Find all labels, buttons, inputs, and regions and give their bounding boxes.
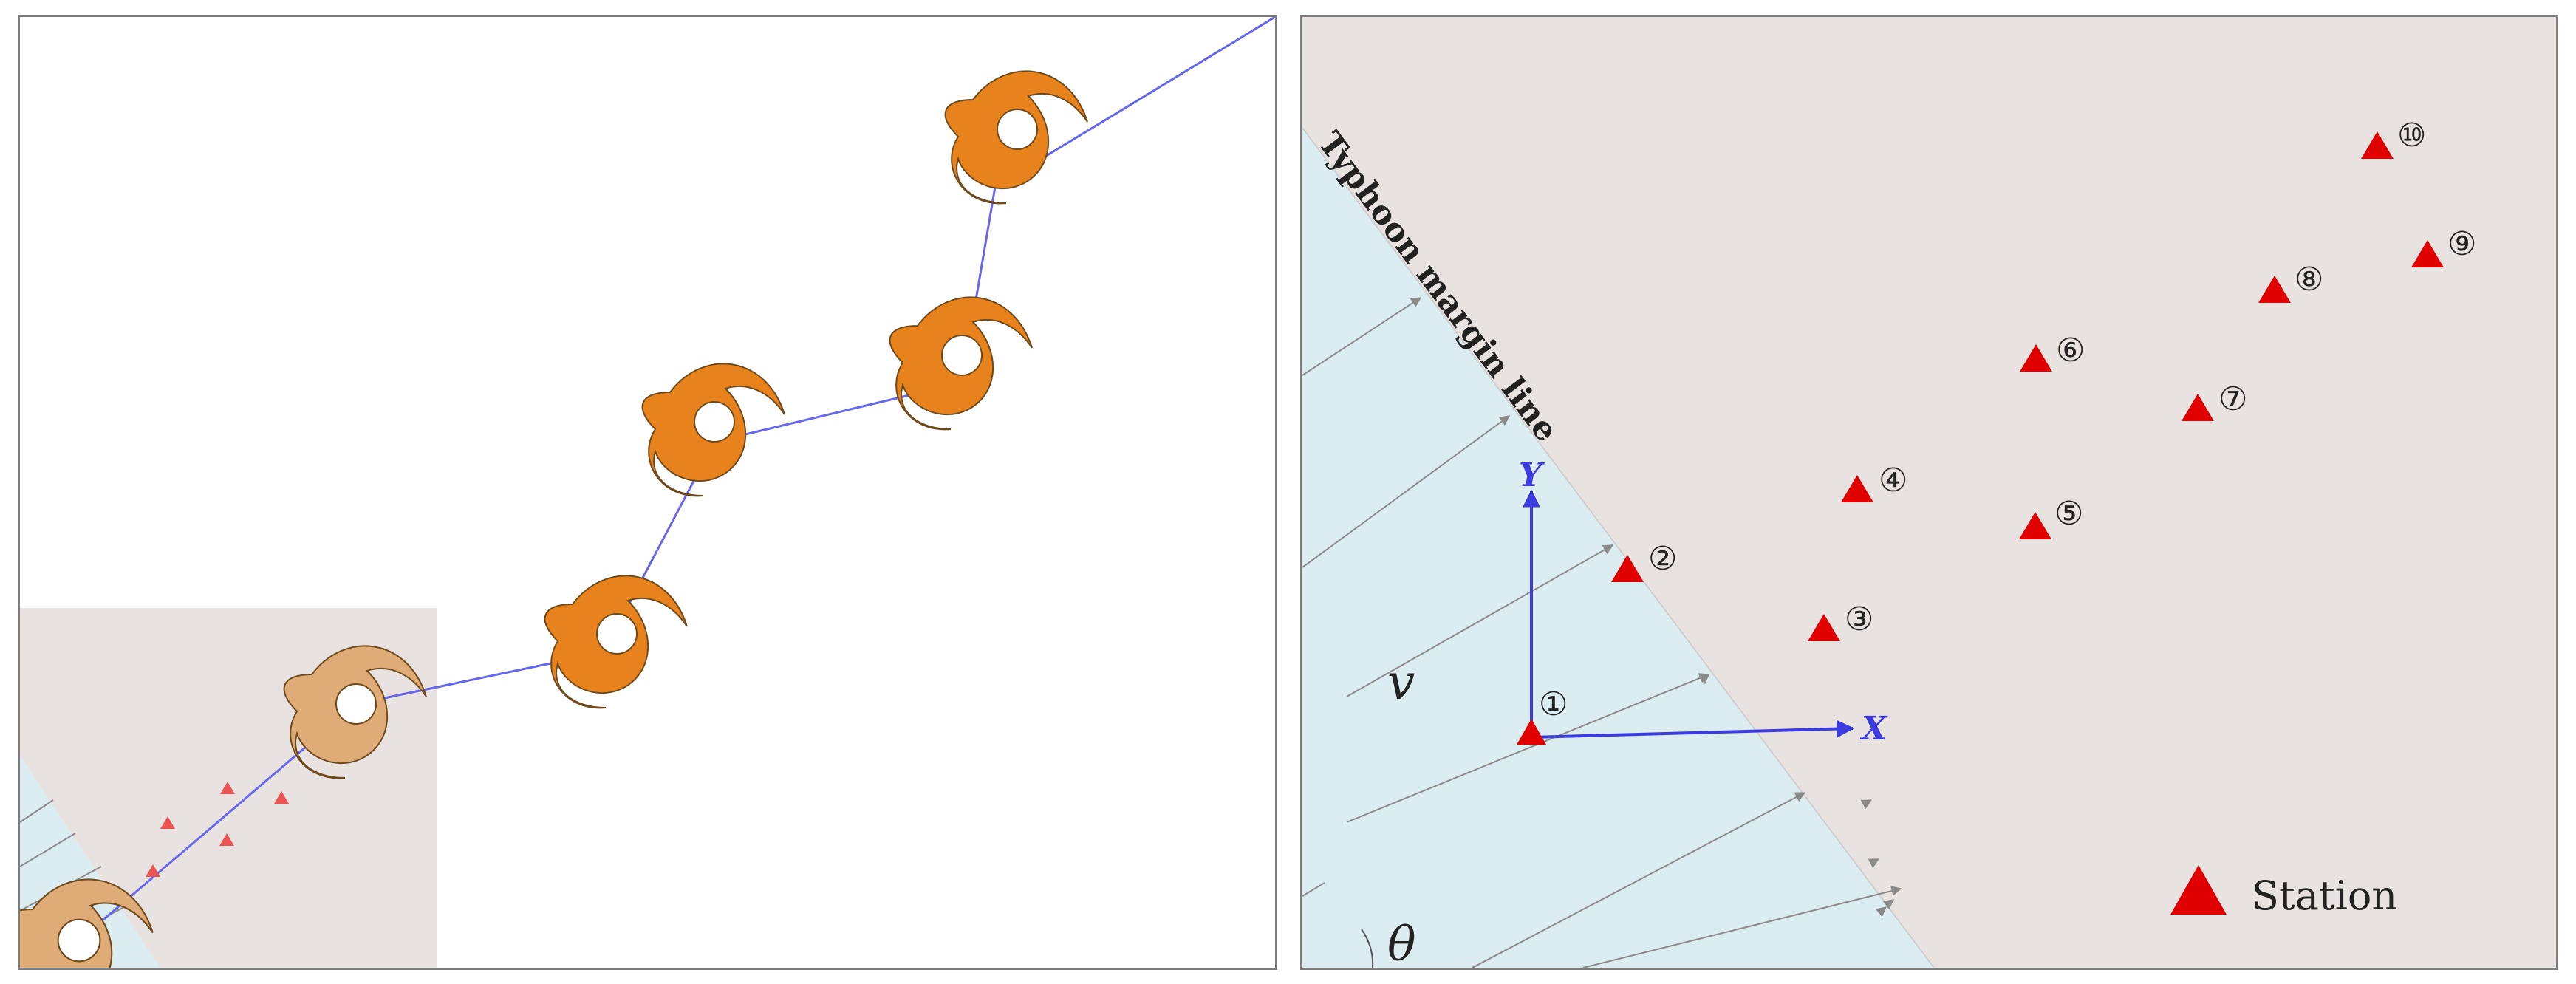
station-label: ⑨ xyxy=(2447,225,2476,263)
station-icon xyxy=(1611,555,1644,582)
x-axis-label: X xyxy=(1859,710,1888,748)
station-label: ⑦ xyxy=(2218,380,2247,418)
station-label: ④ xyxy=(1879,462,1907,499)
station-6: ⑥ xyxy=(2020,332,2085,372)
station-label: ⑤ xyxy=(2054,495,2083,533)
typhoon-margin-line xyxy=(1302,127,1935,968)
station-icon xyxy=(219,833,234,846)
legend: Station xyxy=(2170,865,2397,919)
station-label: ⑩ xyxy=(2397,117,2426,154)
station-4: ④ xyxy=(1841,462,1907,502)
station-icon xyxy=(220,782,235,794)
station-5: ⑤ xyxy=(2019,495,2083,539)
station-2: ② xyxy=(1611,540,1677,582)
station-layout-canvas: θ v Typhoon margin line Y X ① ② ③ xyxy=(1302,117,2476,968)
angle-arc xyxy=(1361,929,1374,968)
station-label: ③ xyxy=(1845,601,1873,638)
station-10: ⑩ xyxy=(2361,117,2426,159)
typhoon-icon xyxy=(889,296,1033,431)
station-icon xyxy=(2019,512,2051,539)
station-icon xyxy=(2411,240,2444,267)
station-layout-panel: θ v Typhoon margin line Y X ① ② ③ xyxy=(1300,15,2558,970)
station-icon xyxy=(1808,614,1840,641)
station-icon xyxy=(2182,394,2214,421)
station-label: ⑧ xyxy=(2295,261,2323,298)
typhoon-icon xyxy=(544,575,688,709)
station-label: ⑥ xyxy=(2056,332,2085,369)
y-axis-label: Y xyxy=(1519,457,1545,494)
station-7: ⑦ xyxy=(2182,380,2247,421)
typhoon-icon xyxy=(944,70,1088,205)
station-8: ⑧ xyxy=(2258,261,2323,303)
station-9: ⑨ xyxy=(2411,225,2476,267)
station-icon xyxy=(2258,276,2291,303)
station-icon xyxy=(2361,131,2394,159)
station-icon xyxy=(146,864,160,877)
station-icon xyxy=(160,816,175,829)
station-icon xyxy=(1841,475,1873,502)
station-icon xyxy=(1517,719,1546,745)
velocity-label: v xyxy=(1387,654,1415,711)
station-icon xyxy=(274,791,289,804)
wind-flow-lines xyxy=(1302,297,1902,968)
typhoon-track-panel xyxy=(18,15,1277,970)
station-1: ① xyxy=(1517,686,1568,745)
legend-station-icon xyxy=(2170,865,2227,915)
station-icon xyxy=(2020,344,2052,372)
x-axis-arrow xyxy=(1531,720,1855,739)
legend-label: Station xyxy=(2252,872,2397,919)
station-3: ③ xyxy=(1808,601,1873,641)
station-label: ② xyxy=(1648,540,1677,578)
typhoon-track-canvas xyxy=(20,17,1275,968)
stations: ① ② ③ ④ ⑤ ⑥ ⑦ xyxy=(1517,117,2476,745)
station-label: ① xyxy=(1539,686,1568,723)
angle-label: θ xyxy=(1387,918,1416,968)
